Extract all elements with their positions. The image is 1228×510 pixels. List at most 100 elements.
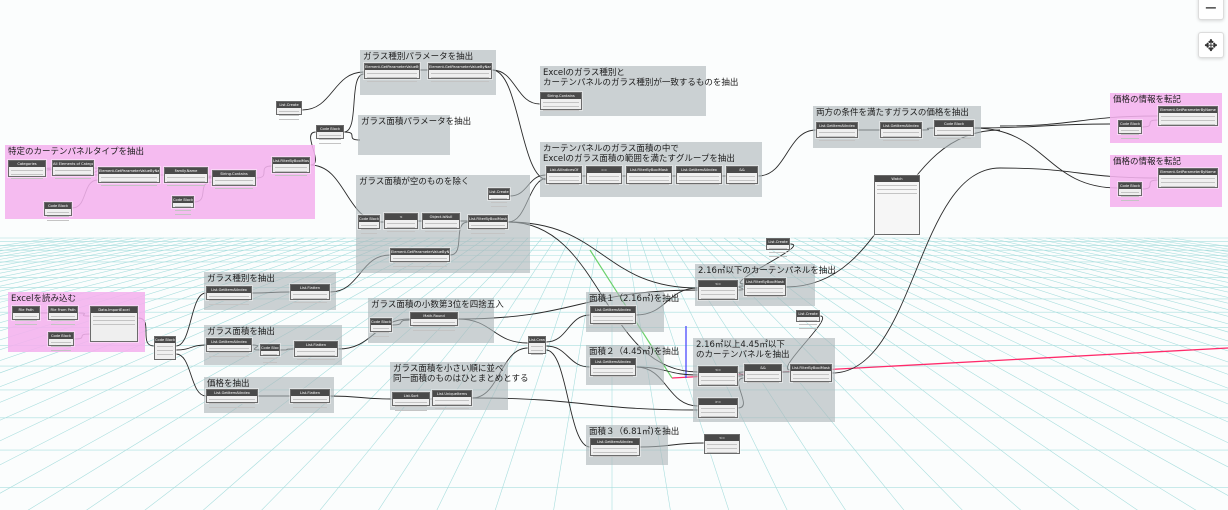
node-title: File From Path <box>49 307 77 313</box>
node-code-block[interactable]: Code Block <box>370 318 392 332</box>
node-get-item-at-index[interactable]: List.GetItemAtIndex <box>590 358 636 376</box>
wire <box>175 292 207 347</box>
node-list-create[interactable]: List.Create <box>276 101 302 115</box>
node-all-indices-of[interactable]: List.AllIndicesOf <box>546 166 582 184</box>
node-get-item-at-index[interactable]: List.GetItemAtIndex <box>676 166 722 184</box>
group-extract-glass-area-param[interactable]: ガラス面積パラメータを抽出 <box>358 115 471 155</box>
group-title: Excelのガラス種別と カーテンパネルのガラス種別が一致するものを抽出 <box>543 68 739 88</box>
node-title: List.Create <box>529 337 545 343</box>
node-file-from-path[interactable]: File From Path <box>48 306 78 320</box>
node-get-item-at-index[interactable]: List.GetItemAtIndex <box>206 338 252 352</box>
grid-line <box>0 237 263 303</box>
node-filter-by-bool-mask[interactable]: List.FilterByBoolMask <box>272 157 310 173</box>
node-title: List.Create <box>489 189 509 195</box>
pan-button[interactable]: ✥ <box>1198 32 1224 58</box>
group-title: Excelを読み込む <box>11 294 77 304</box>
node-less-equal[interactable]: <= <box>698 366 738 386</box>
node-list-create[interactable]: List.Create <box>528 336 546 354</box>
node-get-parameter-value[interactable]: Element.GetParameterValueByName <box>98 167 160 183</box>
node-list-flatten[interactable]: List.Flatten <box>290 389 330 403</box>
grid-line <box>0 237 221 287</box>
wire <box>973 123 1111 129</box>
node-code-block[interactable]: Code Block <box>154 336 176 360</box>
node-get-item-at-index[interactable]: List.GetItemAtIndex <box>816 122 858 138</box>
node-list-create[interactable]: List.Create <box>766 238 790 250</box>
node-title: Element.GetParameterValueByName <box>429 64 491 70</box>
node-list-create[interactable]: List.Create <box>488 188 510 200</box>
node-get-item-at-index[interactable]: List.GetItemAtIndex <box>590 306 636 324</box>
grid-line <box>975 237 1228 298</box>
node-filter-by-bool-mask[interactable]: List.FilterByBoolMask <box>790 364 832 382</box>
node-and[interactable]: && <box>744 364 782 382</box>
node-file-path[interactable]: File Path <box>12 306 40 320</box>
wire <box>471 397 701 411</box>
node-math-round[interactable]: Math.Round <box>410 312 458 326</box>
grid-line <box>835 237 1228 389</box>
node-title: Element.GetParameterValueByName <box>391 249 449 255</box>
node-get-item-at-index[interactable]: List.GetItemAtIndex <box>206 286 252 300</box>
node-code-block[interactable]: Code Block <box>172 196 194 208</box>
node-string-contains[interactable]: String.Contains <box>540 92 582 110</box>
node-title: List.UniqueItems <box>433 391 471 397</box>
node-title: <= <box>705 435 739 441</box>
node-code-block[interactable]: Code Block <box>1118 182 1142 196</box>
node-list-create[interactable]: List.Create <box>796 310 820 322</box>
node-less-equal[interactable]: <= <box>698 280 738 300</box>
node-set-parameter-by-name[interactable]: Element.SetParameterByName <box>1158 106 1218 126</box>
node-get-parameter-value[interactable]: Element.GetParameterValueByName <box>390 248 450 262</box>
node-title: Code Block <box>49 333 73 339</box>
node-code-block[interactable]: Code Block <box>48 332 74 346</box>
node-filter-by-bool-mask[interactable]: List.FilterByBoolMask <box>626 166 672 184</box>
node-less-than[interactable]: < <box>384 213 418 229</box>
node-list-flatten[interactable]: List.Flatten <box>294 341 338 357</box>
node-less-equal[interactable]: <= <box>704 434 740 454</box>
node-get-item-at-index[interactable]: List.GetItemAtIndex <box>880 122 922 138</box>
node-filter-by-bool-mask[interactable]: List.FilterByBoolMask <box>744 278 786 296</box>
node-object-is-null[interactable]: Object.IsNull <box>422 213 460 229</box>
node-string-contains[interactable]: String.Contains <box>212 170 256 186</box>
node-filter-by-bool-mask[interactable]: List.FilterByBoolMask <box>468 215 508 229</box>
node-code-block[interactable]: Code Block <box>1118 120 1142 134</box>
node-get-item-at-index[interactable]: List.GetItemAtIndex <box>590 438 640 456</box>
node-greater-equal[interactable]: >= <box>698 398 738 418</box>
node-title: List.Create <box>797 311 819 317</box>
grid-line <box>989 237 1228 293</box>
node-import-excel[interactable]: Data.ImportExcel <box>90 306 138 342</box>
node-code-block[interactable]: Code Block <box>44 202 72 216</box>
group-title: カーテンパネルのガラス面積の中で Excelのガラス面積の範囲を満たすグループを… <box>543 144 735 164</box>
node-code-block[interactable]: Code Block <box>358 215 380 229</box>
node-code-block[interactable]: Code Block <box>316 125 344 139</box>
grid-line <box>639 237 730 510</box>
node-code-block[interactable]: Code Block <box>934 120 974 136</box>
node-family-name[interactable]: Family.Name <box>164 167 208 183</box>
wire <box>831 167 1001 374</box>
node-title: List.AllIndicesOf <box>547 167 581 173</box>
node-title: Watch <box>875 176 919 182</box>
node-and[interactable]: && <box>726 166 758 184</box>
node-equals[interactable]: == <box>586 166 622 184</box>
group-title: 面積１（2.16㎡)を抽出 <box>589 294 680 304</box>
node-list-unique-items[interactable]: List.UniqueItems <box>432 390 472 406</box>
node-list-sort[interactable]: List.Sort <box>392 392 430 406</box>
node-title: Data.ImportExcel <box>91 307 137 313</box>
node-title: Element.SetParameterByName <box>1159 169 1217 175</box>
grid-line <box>0 237 445 466</box>
node-get-item-at-index[interactable]: List.GetItemAtIndex <box>206 389 258 403</box>
node-title: Code Block <box>935 121 973 127</box>
node-watch[interactable]: Watch <box>874 175 920 235</box>
node-title: List.GetItemAtIndex <box>207 287 251 293</box>
node-set-parameter-by-name[interactable]: Element.SetParameterByName <box>1158 168 1218 188</box>
node-title: All Elements of Category <box>53 161 93 167</box>
node-all-elements-of-category[interactable]: All Elements of Category <box>52 160 94 176</box>
node-get-parameter-value[interactable]: Element.GetParameterValueByName <box>364 63 420 79</box>
node-title: String.Contains <box>541 93 581 99</box>
node-title: List.GetItemAtIndex <box>881 123 921 129</box>
wire <box>301 71 365 111</box>
node-title: <= <box>699 281 737 287</box>
node-list-flatten[interactable]: List.Flatten <box>290 284 330 300</box>
node-get-parameter-value[interactable]: Element.GetParameterValueByName <box>428 63 492 79</box>
node-code-block[interactable]: Code Block <box>260 344 280 356</box>
node-categories[interactable]: Categories <box>8 160 46 177</box>
zoom-out-button[interactable]: − <box>1198 0 1224 20</box>
